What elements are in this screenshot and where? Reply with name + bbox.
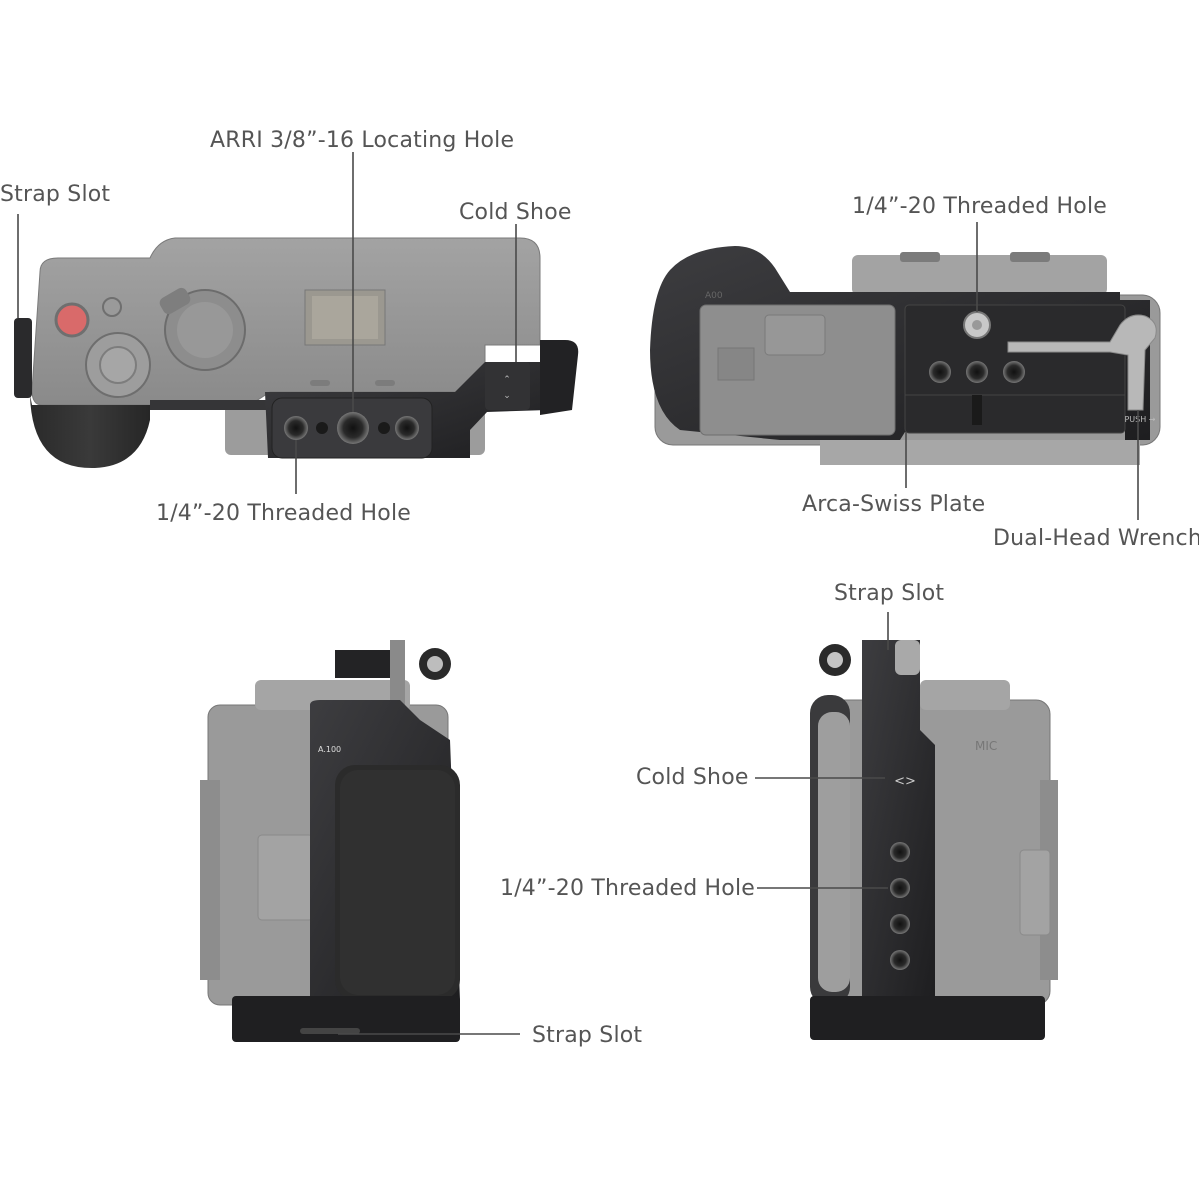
record-button	[54, 302, 90, 338]
camera-body	[31, 237, 541, 406]
a00-mark: A00	[705, 291, 723, 301]
threaded-hole	[929, 361, 951, 383]
threaded-hole	[890, 914, 910, 934]
label-dual-head-wrench: Dual-Head Wrench	[993, 526, 1199, 551]
push-mark: PUSH →	[1124, 415, 1155, 424]
arri-locating-hole	[337, 412, 369, 444]
label-arca-swiss-plate: Arca-Swiss Plate	[802, 492, 986, 517]
cold-shoe-block	[485, 362, 530, 410]
leader-lines-bottom-right	[755, 612, 889, 889]
mic-mark: MIC	[975, 739, 997, 753]
dual-head-wrench	[1007, 314, 1157, 411]
label-threaded-hole-top-right: 1/4”-20 Threaded Hole	[852, 194, 1107, 219]
leader-lines-top-left	[17, 152, 517, 494]
threaded-hole	[890, 950, 910, 970]
bottom-view-camera: PUSH → A00	[650, 246, 1161, 465]
threaded-hole	[890, 878, 910, 898]
label-strap-slot-bottom-right: Strap Slot	[834, 581, 945, 606]
label-threaded-hole-top-left: 1/4”-20 Threaded Hole	[156, 501, 411, 526]
cold-shoe-mark: <>	[894, 774, 916, 789]
lens-mount	[852, 255, 1107, 295]
label-strap-slot-top-left: Strap Slot	[0, 182, 111, 207]
power-switch	[159, 287, 191, 315]
threaded-hole	[966, 361, 988, 383]
battery-door	[699, 304, 896, 436]
label-cold-shoe-top-left: Cold Shoe	[459, 200, 572, 225]
svg-text:⌃: ⌃	[503, 375, 511, 385]
label-cold-shoe-bottom-right: Cold Shoe	[636, 765, 749, 790]
threaded-hole	[395, 416, 419, 440]
strap-slot	[300, 1028, 360, 1034]
threaded-hole	[890, 842, 910, 862]
bottom-plate-side	[232, 996, 460, 1042]
strap-slot-right	[540, 340, 579, 415]
bottom-plate-side-right	[810, 996, 1045, 1040]
leader-lines-top-right	[905, 222, 1139, 520]
svg-text:⌄: ⌄	[503, 391, 511, 401]
a100-mark: A.100	[318, 745, 341, 754]
label-arri-locating-hole: ARRI 3/8”-16 Locating Hole	[210, 128, 515, 153]
label-strap-slot-bottom-left: Strap Slot	[532, 1023, 643, 1048]
cage-vertical	[862, 640, 935, 1000]
top-view-camera: ⌃ ⌄	[14, 237, 579, 469]
thumb-grip	[30, 395, 150, 469]
small-button	[102, 297, 122, 317]
threaded-hole	[1003, 361, 1025, 383]
side-view-grip: A.100	[200, 640, 460, 1042]
strap-slot-bracket	[14, 318, 32, 398]
top-bracket	[335, 650, 390, 678]
threaded-hole	[284, 416, 308, 440]
side-view-cold-shoe: MIC <>	[810, 640, 1058, 1040]
label-threaded-hole-bottom-right: 1/4”-20 Threaded Hole	[500, 876, 755, 901]
